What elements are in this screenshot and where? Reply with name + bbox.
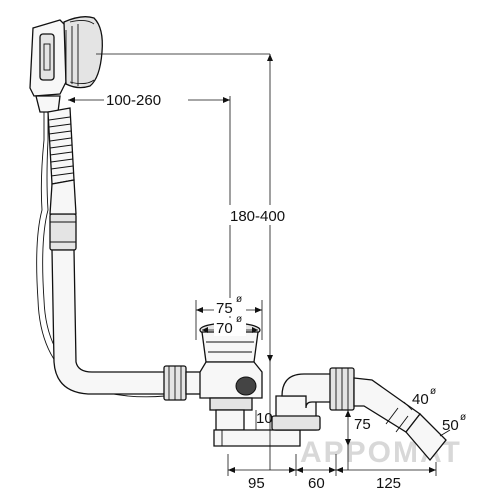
- diameter-symbol-3: ø: [430, 386, 436, 397]
- dimension-outlet-diameter-50: 50: [442, 417, 459, 434]
- dimension-bottom-125: 125: [376, 475, 401, 492]
- overflow-head: [29, 16, 103, 113]
- dimension-inner-diameter: 70: [216, 320, 233, 337]
- diameter-symbol-2: ø: [236, 314, 242, 325]
- dimension-outlet-diameter-40: 40: [412, 391, 429, 408]
- overflow-hose: [36, 107, 167, 398]
- dimension-small-height: 10: [256, 410, 273, 427]
- dimension-outer-diameter: 75: [216, 300, 233, 317]
- diameter-symbol-4: ø: [460, 412, 466, 423]
- dimension-width-range: 100-260: [106, 92, 161, 109]
- dimension-bottom-95: 95: [248, 475, 265, 492]
- diameter-symbol-1: ø: [236, 294, 242, 305]
- dimension-trap-height: 75: [354, 416, 371, 433]
- trap-outlet: [271, 367, 447, 462]
- dimension-bottom-60: 60: [308, 475, 325, 492]
- dimension-height-range: 180-400: [230, 208, 285, 225]
